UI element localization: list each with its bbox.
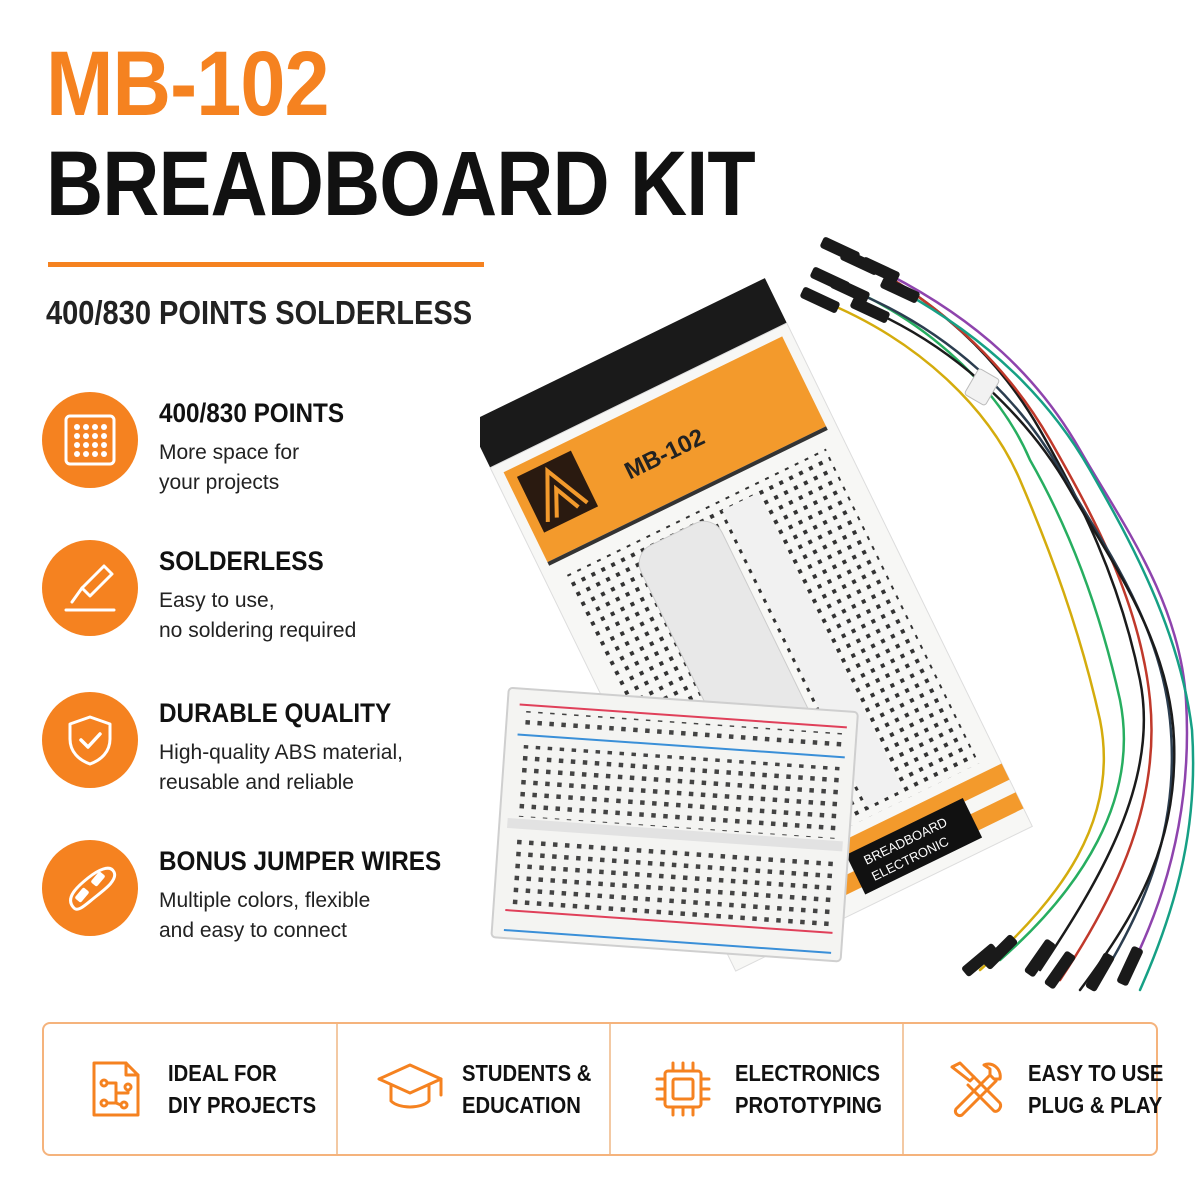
- graduation-cap-icon: [374, 1053, 446, 1125]
- feature-desc-line: and easy to connect: [159, 919, 347, 942]
- probe-icon: [42, 540, 138, 636]
- feature-title: DURABLE QUALITY: [159, 698, 392, 728]
- breadboard-package: MB-102 BREADBOARD ELECTRONIC: [480, 278, 1033, 972]
- benefit-line: STUDENTS &: [462, 1060, 592, 1086]
- feature-desc-line: More space for: [159, 441, 300, 464]
- shield-check-icon: [42, 692, 138, 788]
- benefit-line: EDUCATION: [462, 1092, 582, 1118]
- feature-title: 400/830 POINTS: [159, 398, 345, 428]
- feature-jumper-wires: BONUS JUMPER WIRES Multiple colors, flex…: [42, 840, 462, 950]
- benefit-prototyping: ELECTRONICS PROTOTYPING: [611, 1024, 905, 1154]
- benefit-text: STUDENTS & EDUCATION: [462, 1057, 591, 1121]
- feature-desc-line: your projects: [159, 471, 280, 494]
- title-divider: [48, 262, 484, 267]
- benefit-line: PLUG & PLAY: [1028, 1092, 1163, 1118]
- subtitle: 400/830 POINTS SOLDERLESS: [46, 294, 473, 331]
- chip-icon: [647, 1053, 719, 1125]
- feature-title: BONUS JUMPER WIRES: [159, 846, 442, 876]
- circuit-doc-icon: [80, 1053, 152, 1125]
- benefit-text: IDEAL FOR DIY PROJECTS: [168, 1057, 316, 1121]
- benefit-text: ELECTRONICS PROTOTYPING: [735, 1057, 882, 1121]
- benefit-line: DIY PROJECTS: [168, 1092, 317, 1118]
- bottom-benefits-bar: IDEAL FOR DIY PROJECTS STUDENTS & EDUCAT…: [42, 1022, 1164, 1156]
- wire-icon: [42, 840, 138, 936]
- grid-icon: [42, 392, 138, 488]
- benefit-line: PROTOTYPING: [735, 1092, 883, 1118]
- product-illustration: MB-102 BREADBOARD ELECTRONIC: [480, 237, 1195, 992]
- feature-desc-line: no soldering required: [159, 619, 357, 642]
- feature-desc-line: Easy to use,: [159, 589, 275, 612]
- benefit-education: STUDENTS & EDUCATION: [338, 1024, 612, 1154]
- breadboard: [490, 687, 859, 963]
- feature-solderless: SOLDERLESS Easy to use, no soldering req…: [42, 540, 462, 650]
- benefit-plug-play: EASY TO USE PLUG & PLAY: [904, 1024, 1182, 1154]
- tools-icon: [940, 1053, 1012, 1125]
- feature-desc-line: reusable and reliable: [159, 771, 354, 794]
- feature-title: SOLDERLESS: [159, 546, 324, 576]
- title-product: BREADBOARD KIT: [46, 133, 756, 235]
- feature-desc: Easy to use, no soldering required: [159, 586, 356, 646]
- feature-points: 400/830 POINTS More space for your proje…: [42, 392, 462, 502]
- jumper-wires: [800, 237, 1195, 992]
- title-model: MB-102: [46, 33, 330, 135]
- benefit-diy: IDEAL FOR DIY PROJECTS: [44, 1024, 339, 1154]
- feature-desc: Multiple colors, flexible and easy to co…: [159, 886, 370, 946]
- feature-durable: DURABLE QUALITY High-quality ABS materia…: [42, 692, 462, 802]
- feature-desc-line: High-quality ABS material,: [159, 741, 403, 764]
- feature-desc: More space for your projects: [159, 438, 299, 498]
- benefit-line: EASY TO USE: [1028, 1060, 1164, 1086]
- benefit-line: IDEAL FOR: [168, 1060, 277, 1086]
- feature-desc-line: Multiple colors, flexible: [159, 889, 371, 912]
- feature-desc: High-quality ABS material, reusable and …: [159, 738, 403, 798]
- benefit-text: EASY TO USE PLUG & PLAY: [1028, 1057, 1163, 1121]
- benefit-line: ELECTRONICS: [735, 1060, 881, 1086]
